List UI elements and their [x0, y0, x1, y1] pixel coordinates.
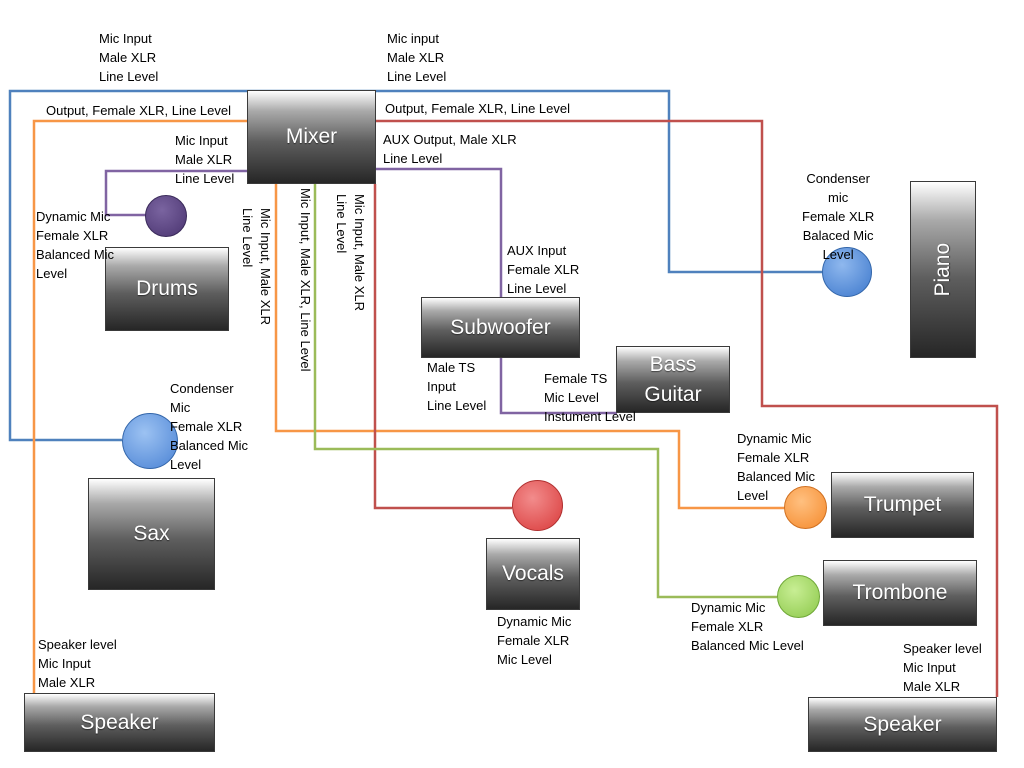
trombone-label: Trombone	[852, 581, 948, 605]
piano-box: Piano	[910, 181, 976, 358]
trombone-mic-icon	[777, 575, 820, 618]
bass-guitar-label-line2: Guitar	[644, 382, 702, 406]
trombone-box: Trombone	[823, 560, 977, 626]
sax-condenser-mic-icon	[122, 413, 178, 469]
speaker-right-label: Speaker	[863, 712, 942, 736]
speaker-left-label: Speaker	[80, 710, 159, 734]
vocals-box: Vocals	[486, 538, 580, 610]
wire-red-vocals	[373, 184, 512, 510]
mixer-box: Mixer	[247, 90, 376, 184]
piano-label: Piano	[931, 242, 955, 297]
label-output-right: Output, Female XLR, Line Level	[385, 101, 570, 116]
sax-label: Sax	[133, 522, 170, 546]
wire-purple-bass	[499, 357, 617, 415]
sax-box: Sax	[88, 478, 215, 590]
speaker-left-box: Speaker	[24, 693, 215, 752]
wire-red-speaker	[376, 119, 999, 697]
label-vertical-trombone-wire: Mic Input, Male XLR, Line Level	[298, 188, 313, 372]
piano-condenser-mic-icon	[822, 247, 872, 297]
trumpet-box: Trumpet	[831, 472, 974, 538]
bass-guitar-box: Bass Guitar	[616, 346, 730, 413]
subwoofer-box: Subwoofer	[421, 297, 580, 358]
vocals-label: Vocals	[502, 562, 564, 586]
wire-purple-sub	[376, 167, 503, 297]
label-output-left: Output, Female XLR, Line Level	[46, 103, 231, 118]
wire-orange-speaker	[32, 119, 248, 694]
trumpet-label: Trumpet	[863, 493, 942, 517]
subwoofer-label: Subwoofer	[450, 315, 551, 339]
drums-box: Drums	[105, 247, 229, 331]
wire-orange-trumpet	[274, 184, 784, 510]
mixer-label: Mixer	[285, 125, 338, 149]
wire-purple-drums	[104, 169, 248, 217]
wire-green-trombone	[313, 184, 777, 599]
drums-label: Drums	[136, 277, 198, 301]
speaker-right-box: Speaker	[808, 697, 997, 752]
trumpet-mic-icon	[784, 486, 827, 529]
vocals-mic-icon	[512, 480, 563, 531]
drums-mic-icon	[145, 195, 187, 237]
bass-guitar-label-line1: Bass	[649, 352, 697, 376]
